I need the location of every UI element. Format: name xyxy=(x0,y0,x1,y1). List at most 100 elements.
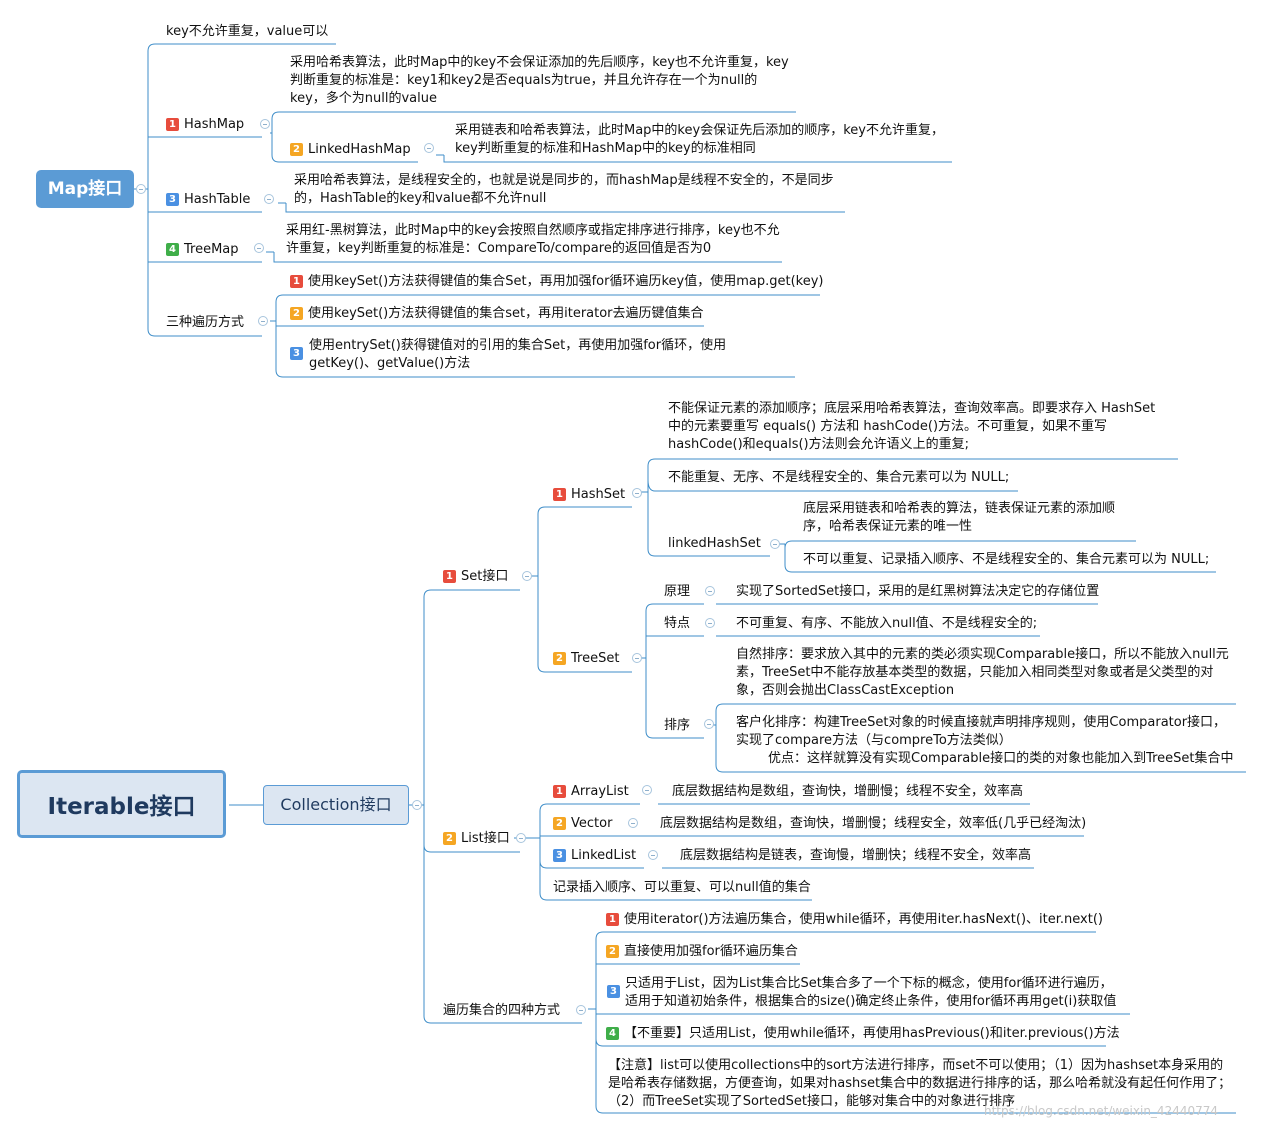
vector-label: Vector xyxy=(571,816,613,831)
collection-traversal-item-text: 直接使用加强for循环遍历集合 xyxy=(624,944,798,959)
linkedhashmap-desc-text: 采用链表和哈希表算法，此时Map中的key会保证先后添加的顺序，key不允许重复… xyxy=(455,123,944,156)
collection-traversal-note[interactable]: 【注意】list可以使用collections中的sort方法进行排序，而set… xyxy=(608,1057,1234,1111)
treeset-feature-label: 特点 xyxy=(664,616,691,631)
arraylist-desc[interactable]: 底层数据结构是数组，查询快，增删慢；线程不安全，效率高 xyxy=(672,783,1023,801)
map-traversal-item[interactable]: 使用entrySet()获得键值对的引用的集合Set，再使用加强for循环，使用… xyxy=(309,337,791,373)
collapse-icon[interactable] xyxy=(264,194,274,204)
list-interface-label: List接口 xyxy=(461,831,510,846)
collapse-icon[interactable] xyxy=(258,316,268,326)
natural-sort-text: 自然排序：要求放入其中的元素的类必须实现Comparable接口，所以不能放入n… xyxy=(736,647,1229,698)
priority-1-icon: 1 xyxy=(443,570,456,583)
collection-traversal-item-text: 【不重要】只适用List，使用while循环，再使用hasPrevious()和… xyxy=(624,1026,1120,1041)
treemap-desc-text: 采用红-黑树算法，此时Map中的key会按照自然顺序或指定排序进行排序，key也… xyxy=(286,223,780,256)
map-key-rule-text: key不允许重复，value可以 xyxy=(166,24,329,39)
treeset-feature[interactable]: 不可重复、有序、不能放入null值、不是线程安全的; xyxy=(736,615,1037,633)
collapse-icon[interactable] xyxy=(705,618,715,628)
map-traversal-item[interactable]: 2 使用keySet()方法获得键值的集合set，再用iterator去遍历键值集… xyxy=(290,305,704,323)
collapse-icon[interactable] xyxy=(260,119,270,129)
priority-2-icon: 2 xyxy=(290,307,303,320)
priority-2-icon: 2 xyxy=(290,143,303,156)
collection-traversal-node[interactable]: 遍历集合的四种方式 xyxy=(443,1002,560,1020)
map-traversal-item-text: 使用keySet()方法获得键值的集合set，再用iterator去遍历键值集合 xyxy=(308,306,704,321)
collection-traversal-item[interactable]: 只适用于List，因为List集合比Set集合多了一个下标的概念，使用for循环… xyxy=(625,975,1125,1011)
collapse-icon[interactable] xyxy=(704,719,714,729)
collapse-icon[interactable] xyxy=(628,818,638,828)
collapse-icon[interactable] xyxy=(522,571,532,581)
collapse-icon[interactable] xyxy=(136,184,146,194)
collapse-icon[interactable] xyxy=(648,850,658,860)
linkedlist-desc[interactable]: 底层数据结构是链表，查询慢，增删快；线程不安全，效率高 xyxy=(680,847,1031,865)
collapse-icon[interactable] xyxy=(770,539,780,549)
linkedhashmap-node[interactable]: 2 LinkedHashMap xyxy=(290,141,411,159)
map-key-rule[interactable]: key不允许重复，value可以 xyxy=(166,23,328,41)
custom-sort-text: 客户化排序：构建TreeSet对象的时候直接就声明排序规则，使用Comparat… xyxy=(736,715,1227,748)
linkedhashmap-desc[interactable]: 采用链表和哈希表算法，此时Map中的key会保证先后添加的顺序，key不允许重复… xyxy=(455,122,947,158)
linkedhashset-traits-text: 不可以重复、记录插入顺序、不是线程安全的、集合元素可以为 NULL; xyxy=(803,552,1210,567)
map-interface-root[interactable]: Map接口 xyxy=(36,170,134,208)
linkedhashset-label: linkedHashSet xyxy=(668,536,761,551)
list-note-text: 记录插入顺序、可以重复、可以null值的集合 xyxy=(553,880,811,895)
collapse-icon[interactable] xyxy=(642,785,652,795)
treemap-desc[interactable]: 采用红-黑树算法，此时Map中的key会按照自然顺序或指定排序进行排序，key也… xyxy=(286,222,780,258)
priority-3-icon: 3 xyxy=(290,347,303,360)
hashtable-desc[interactable]: 采用哈希表算法，是线程安全的，也就是说是同步的，而hashMap是线程不安全的，… xyxy=(294,172,842,208)
hashset-traits-text: 不能重复、无序、不是线程安全的、集合元素可以为 NULL; xyxy=(668,470,1010,485)
treeset-feature-node[interactable]: 特点 xyxy=(664,615,690,633)
map-traversal-item[interactable]: 1 使用keySet()方法获得键值的集合Set，再用加强for循环遍历key值，… xyxy=(290,273,824,291)
collapse-icon[interactable] xyxy=(705,586,715,596)
iterable-interface-root[interactable]: Iterable接口 xyxy=(17,770,226,838)
priority-1-icon: 1 xyxy=(290,275,303,288)
treeset-label: TreeSet xyxy=(571,651,620,666)
collapse-icon[interactable] xyxy=(412,800,422,810)
collection-traversal-label: 遍历集合的四种方式 xyxy=(443,1003,561,1018)
treeset-sort-node[interactable]: 排序 xyxy=(664,717,690,735)
hashmap-desc-text: 采用哈希表算法，此时Map中的key不会保证添加的先后顺序，key也不允许重复，… xyxy=(290,55,789,106)
treeset-principle-node[interactable]: 原理 xyxy=(664,583,690,601)
hashmap-label: HashMap xyxy=(184,117,245,132)
collection-traversal-item[interactable]: 2 直接使用加强for循环遍历集合 xyxy=(606,943,798,961)
collapse-icon[interactable] xyxy=(576,1005,586,1015)
treeset-principle[interactable]: 实现了SortedSet接口，采用的是红黑树算法决定它的存储位置 xyxy=(736,583,1099,601)
collapse-icon[interactable] xyxy=(632,653,642,663)
custom-sort-desc[interactable]: 客户化排序：构建TreeSet对象的时候直接就声明排序规则，使用Comparat… xyxy=(736,714,1238,750)
hashset-label: HashSet xyxy=(571,487,626,502)
treeset-sort-label: 排序 xyxy=(664,718,691,733)
priority-1-icon: 1 xyxy=(606,913,619,926)
map-traversal-item-text: 使用keySet()方法获得键值的集合Set，再用加强for循环遍历key值，使… xyxy=(308,274,824,289)
collapse-icon[interactable] xyxy=(516,833,526,843)
linkedhashset-node[interactable]: linkedHashSet xyxy=(668,535,761,553)
collapse-icon[interactable] xyxy=(632,488,642,498)
natural-sort-desc[interactable]: 自然排序：要求放入其中的元素的类必须实现Comparable接口，所以不能放入n… xyxy=(736,646,1230,700)
list-note[interactable]: 记录插入顺序、可以重复、可以null值的集合 xyxy=(553,879,811,897)
collection-traversal-note-text: 【注意】list可以使用collections中的sort方法进行排序，而set… xyxy=(608,1058,1232,1109)
vector-desc-text: 底层数据结构是数组，查询快，增删慢；线程安全，效率低(几乎已经淘汰) xyxy=(660,816,1087,831)
collapse-icon[interactable] xyxy=(254,243,264,253)
linkedhashset-traits[interactable]: 不可以重复、记录插入顺序、不是线程安全的、集合元素可以为 NULL; xyxy=(803,551,1209,569)
hashset-desc[interactable]: 不能保证元素的添加顺序；底层采用哈希表算法，查询效率高。即要求存入 HashSe… xyxy=(668,400,1172,454)
map-traversal-node[interactable]: 三种遍历方式 xyxy=(166,314,244,332)
hashset-traits[interactable]: 不能重复、无序、不是线程安全的、集合元素可以为 NULL; xyxy=(668,469,1009,487)
collection-traversal-item[interactable]: 4【不重要】只适用List，使用while循环，再使用hasPrevious()… xyxy=(606,1025,1120,1043)
collection-interface-node[interactable]: Collection接口 xyxy=(263,785,409,825)
linkedhashmap-label: LinkedHashMap xyxy=(308,142,411,157)
vector-desc[interactable]: 底层数据结构是数组，查询快，增删慢；线程安全，效率低(几乎已经淘汰) xyxy=(660,815,1086,833)
map-traversal-label: 三种遍历方式 xyxy=(166,315,245,330)
priority-3-icon: 3 xyxy=(607,985,620,998)
hashmap-desc[interactable]: 采用哈希表算法，此时Map中的key不会保证添加的先后顺序，key也不允许重复，… xyxy=(290,54,790,108)
linkedhashset-desc[interactable]: 底层采用链表和哈希表的算法，链表保证元素的添加顺序，哈希表保证元素的唯一性 xyxy=(803,500,1135,536)
priority-2-icon: 2 xyxy=(606,945,619,958)
treemap-label: TreeMap xyxy=(184,242,239,257)
custom-sort-advantage[interactable]: 优点：这样就算没有实现Comparable接口的类的对象也能加入到TreeSet… xyxy=(768,750,1234,768)
collapse-icon[interactable] xyxy=(424,143,434,153)
